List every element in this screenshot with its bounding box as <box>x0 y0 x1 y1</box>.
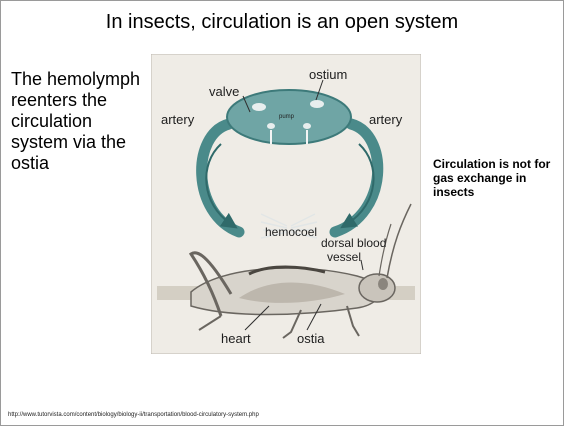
ostium-opening <box>303 123 311 129</box>
slide-title: In insects, circulation is an open syste… <box>1 11 563 34</box>
ostium-label: ostium <box>309 67 347 82</box>
ostium-opening <box>310 100 324 108</box>
side-note: Circulation is not for gas exchange in i… <box>433 157 557 199</box>
insect-eye <box>378 278 388 290</box>
circulation-figure: ostium valve pump artery artery hemocoel… <box>151 54 421 354</box>
ostium-opening <box>252 103 266 111</box>
circulation-diagram: ostium valve pump artery artery hemocoel… <box>151 54 421 354</box>
heart-label: heart <box>221 331 251 346</box>
insect-head <box>359 274 395 302</box>
ostia-label: ostia <box>297 331 325 346</box>
valve-label: valve <box>209 84 239 99</box>
ostium-opening <box>267 123 275 129</box>
pump-label: pump <box>279 114 295 120</box>
artery-right-label: artery <box>369 112 403 127</box>
dorsal-blood-label: dorsal blood <box>321 236 386 250</box>
artery-left-label: artery <box>161 112 195 127</box>
source-citation: http://www.tutorvista.com/content/biolog… <box>8 412 259 418</box>
body-text: The hemolymph reenters the circulation s… <box>11 69 151 174</box>
hemocoel-label: hemocoel <box>265 225 317 239</box>
vessel-label: vessel <box>327 250 361 264</box>
